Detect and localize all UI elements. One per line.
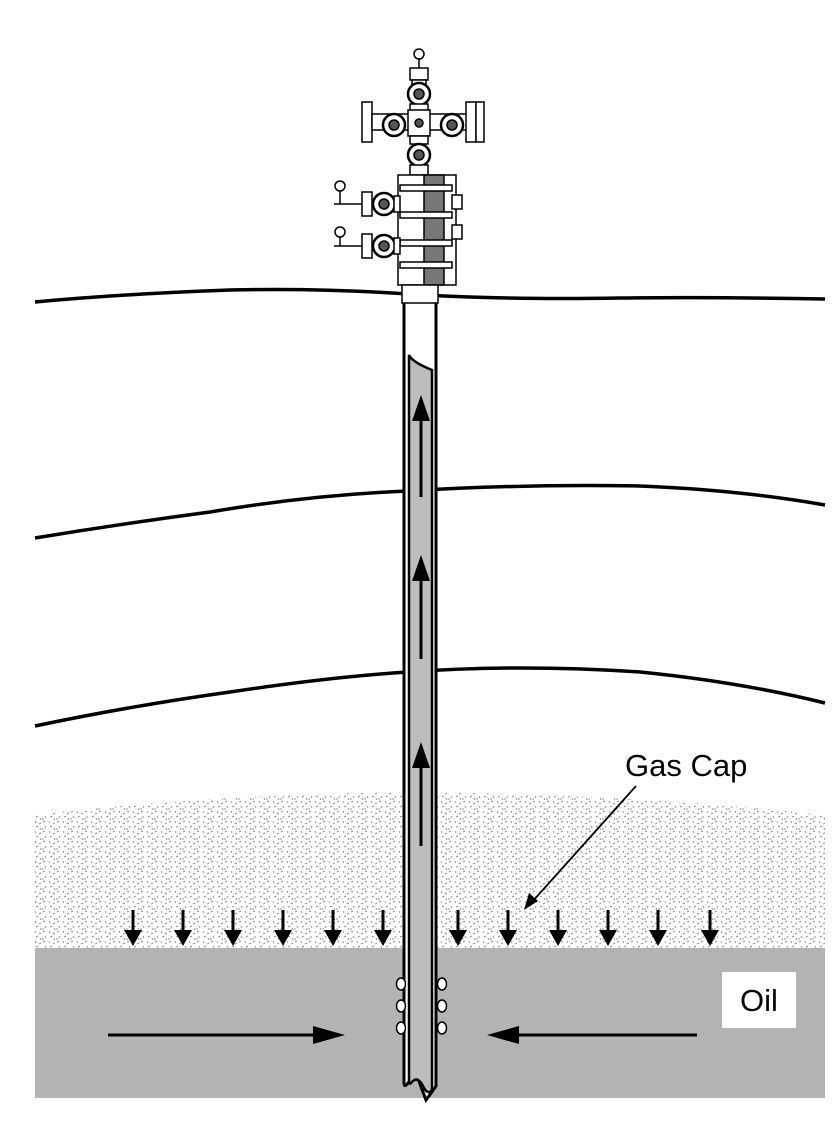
tubing-up-arrow	[412, 742, 430, 846]
gas-cap-down-arrow	[174, 910, 192, 946]
perforations	[395, 977, 448, 1035]
gas-cap-label: Gas Cap	[625, 748, 747, 783]
gas-cap-down-arrow	[449, 910, 467, 946]
oil-label: Oil	[740, 983, 778, 1018]
perforation-hole	[395, 977, 407, 991]
tubing-up-arrow	[412, 555, 430, 659]
gas-cap-leader-arrowhead	[524, 893, 538, 910]
gas-cap-down-arrow	[374, 910, 392, 946]
casing-pressure-gauge-1-icon	[334, 180, 346, 192]
perforation-hole	[395, 1021, 407, 1035]
tubing-flow-up-arrows	[412, 395, 430, 846]
oil-label-box	[722, 972, 796, 1028]
production-tubing	[407, 354, 434, 1094]
gas-cap-down-arrows	[124, 910, 719, 946]
gas-cap-down-arrow	[499, 910, 517, 946]
wellhead-christmas-tree	[334, 48, 485, 304]
oil-inflow-arrowhead-right	[487, 1026, 519, 1044]
gas-cap-down-arrow	[599, 910, 617, 946]
perforation-hole	[436, 977, 448, 991]
gas-cap-down-arrow	[549, 910, 567, 946]
tubing-up-arrow	[412, 395, 430, 497]
casing-pressure-gauge-2-icon	[334, 226, 346, 238]
top-pressure-gauge-icon	[413, 48, 425, 60]
gas-cap-down-arrow	[224, 910, 242, 946]
gas-cap-down-arrow	[701, 910, 719, 946]
gas-cap-down-arrow	[324, 910, 342, 946]
oil-inflow-arrowhead-left	[313, 1026, 345, 1044]
perforation-hole	[436, 1021, 448, 1035]
gas-cap-down-arrow	[124, 910, 142, 946]
perforation-hole	[395, 999, 407, 1013]
gas-cap-leader-line	[531, 785, 637, 903]
perforation-hole	[436, 999, 448, 1013]
gas-cap-down-arrow	[274, 910, 292, 946]
gas-cap-down-arrow	[649, 910, 667, 946]
